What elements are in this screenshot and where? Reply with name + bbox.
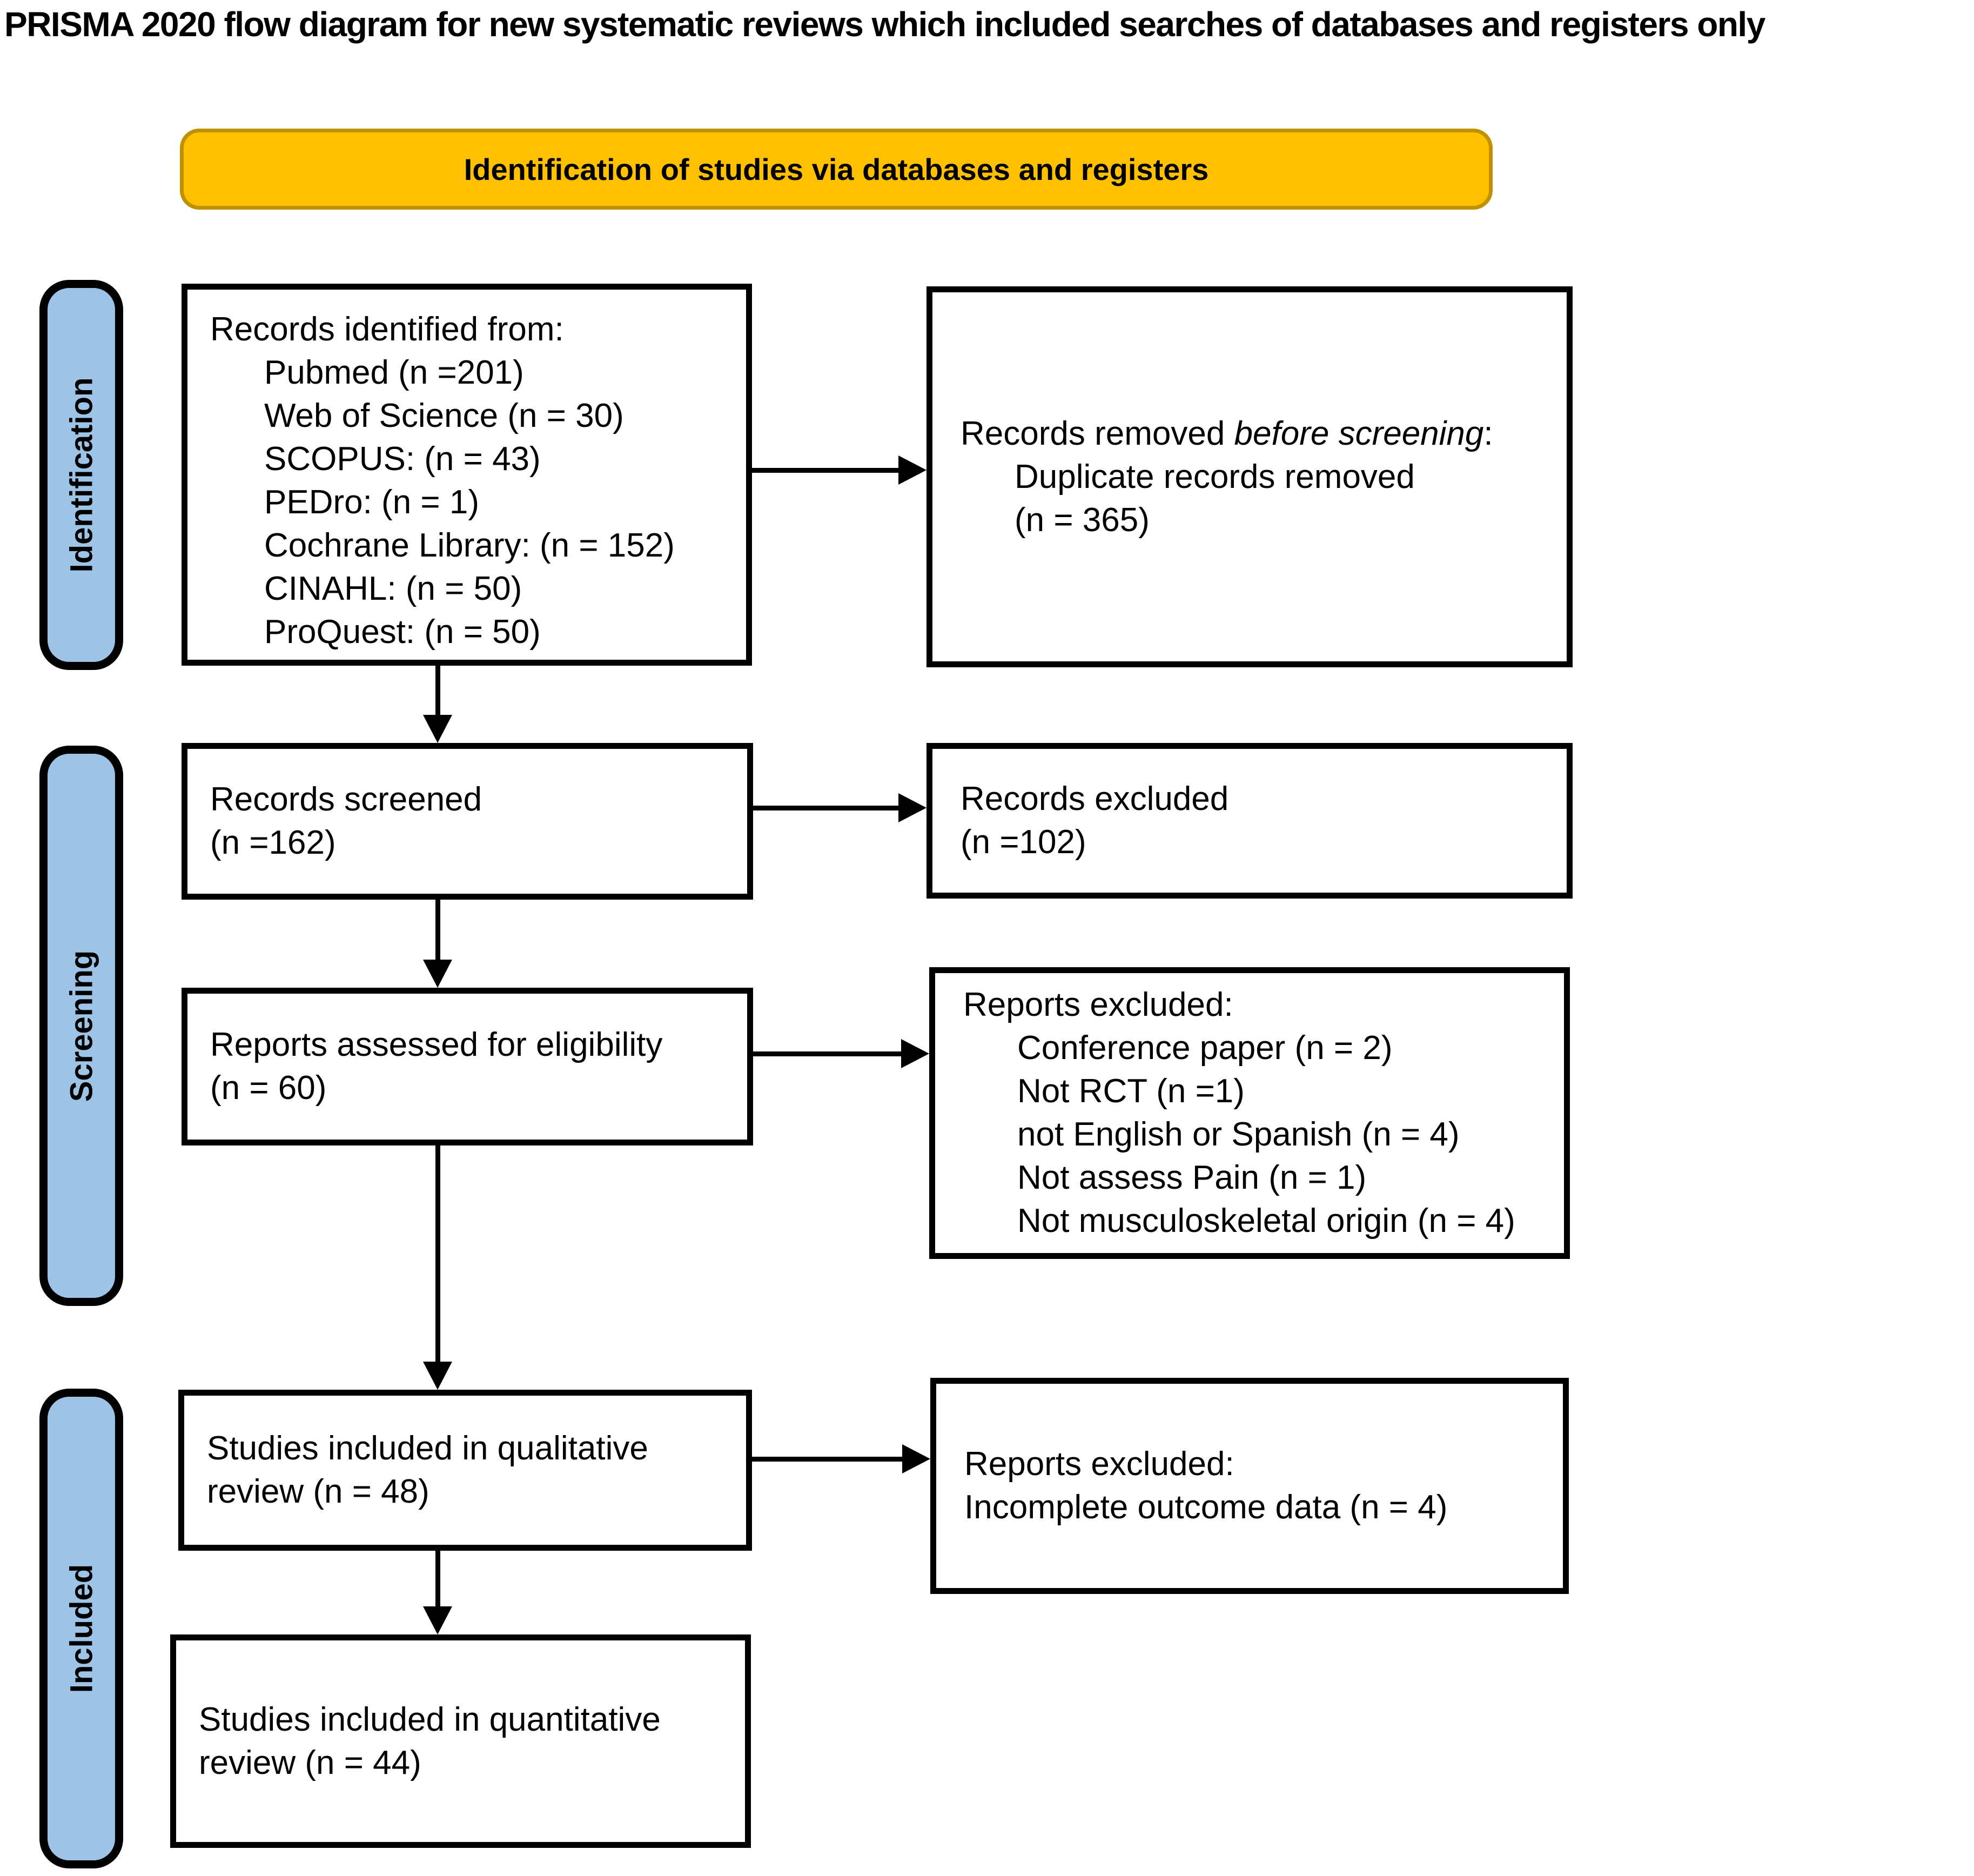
- records-removed-header-emphasis: before screening: [1234, 414, 1484, 452]
- records-identified-source-scopus: SCOPUS: (n = 43): [264, 440, 541, 478]
- box-reports-assessed: Reports assessed for eligibility (n = 60…: [182, 988, 753, 1145]
- duplicate-records-removed-count: (n = 365): [1015, 501, 1150, 539]
- banner-label: Identification of studies via databases …: [464, 152, 1209, 186]
- records-removed-header-prefix: Records removed: [961, 414, 1234, 452]
- reports-excluded-conference-paper: Conference paper (n = 2): [1017, 1029, 1393, 1067]
- arrow-screened-to-excluded-head: [898, 793, 926, 822]
- stage-label-included-text: Included: [64, 1564, 99, 1693]
- arrow-identified-to-removed-head: [898, 455, 926, 485]
- arrow-identified-to-removed-shaft: [752, 468, 898, 473]
- records-identified-header: Records identified from:: [210, 311, 564, 348]
- stage-label-identification: Identification: [39, 280, 123, 670]
- box-reports-excluded: Reports excluded: Conference paper (n = …: [929, 967, 1570, 1259]
- arrow-screened-to-assessed-shaft: [435, 900, 440, 961]
- arrow-qualitative-to-excluded-head: [902, 1444, 930, 1473]
- records-identified-source-cinahl: CINAHL: (n = 50): [264, 570, 522, 607]
- arrow-assessed-to-excluded-head: [901, 1039, 929, 1068]
- stage-label-identification-text: Identification: [64, 377, 99, 573]
- box-qualitative-review: Studies included in qualitative review (…: [178, 1390, 752, 1551]
- arrow-identified-to-screened-shaft: [435, 666, 440, 716]
- arrow-screened-to-assessed-head: [423, 960, 452, 988]
- box-records-removed-before-screening: Records removed before screening: Duplic…: [926, 286, 1573, 667]
- arrow-identified-to-screened-head: [423, 715, 452, 743]
- stage-label-screening: Screening: [39, 746, 123, 1306]
- arrow-qualitative-to-excluded-shaft: [752, 1457, 902, 1462]
- duplicate-records-removed: Duplicate records removed: [1015, 458, 1415, 495]
- reports-assessed-count: (n = 60): [210, 1069, 327, 1107]
- qualitative-review-text: Studies included in qualitative review (…: [207, 1430, 648, 1510]
- box-outcome-excluded: Reports excluded: Incomplete outcome dat…: [930, 1378, 1569, 1594]
- records-identified-source-pedro: PEDro: (n = 1): [264, 484, 479, 521]
- box-quantitative-review: Studies included in quantitative review …: [170, 1634, 751, 1848]
- records-screened-count: (n =162): [210, 824, 336, 861]
- reports-excluded-not-musculoskeletal: Not musculoskeletal origin (n = 4): [1017, 1202, 1515, 1240]
- reports-assessed-text: Reports assessed for eligibility: [210, 1026, 663, 1063]
- box-records-excluded: Records excluded (n =102): [926, 743, 1573, 899]
- records-removed-header-suffix: :: [1483, 414, 1493, 452]
- reports-excluded-not-rct: Not RCT (n =1): [1017, 1073, 1245, 1110]
- box-records-identified: Records identified from: Pubmed (n =201)…: [182, 284, 752, 666]
- page-title: PRISMA 2020 flow diagram for new systema…: [4, 5, 1765, 44]
- reports-excluded-not-assess-pain: Not assess Pain (n = 1): [1017, 1159, 1367, 1196]
- outcome-excluded-detail: Incomplete outcome data (n = 4): [964, 1489, 1448, 1526]
- banner-identification-via-databases: Identification of studies via databases …: [180, 129, 1493, 210]
- reports-excluded-header: Reports excluded:: [963, 986, 1233, 1023]
- outcome-excluded-header: Reports excluded:: [964, 1445, 1234, 1483]
- records-removed-header: Records removed before screening:: [961, 412, 1556, 455]
- arrow-assessed-to-qualitative-shaft: [435, 1145, 440, 1363]
- quantitative-review-text: Studies included in quantitative review …: [199, 1700, 661, 1781]
- box-records-screened: Records screened (n =162): [182, 743, 753, 900]
- records-identified-source-cochrane: Cochrane Library: (n = 152): [264, 527, 675, 564]
- records-screened-text: Records screened: [210, 781, 482, 818]
- records-identified-source-proquest: ProQuest: (n = 50): [264, 613, 541, 651]
- records-identified-source-web-of-science: Web of Science (n = 30): [264, 397, 624, 434]
- arrow-assessed-to-excluded-shaft: [753, 1051, 901, 1056]
- arrow-qualitative-to-quantitative-shaft: [435, 1551, 440, 1607]
- arrow-qualitative-to-quantitative-head: [423, 1606, 452, 1634]
- stage-label-included: Included: [39, 1389, 123, 1868]
- arrow-screened-to-excluded-shaft: [753, 806, 898, 810]
- records-identified-source-pubmed: Pubmed (n =201): [264, 354, 524, 391]
- reports-excluded-not-english-spanish: not English or Spanish (n = 4): [1017, 1116, 1460, 1153]
- records-excluded-text: Records excluded: [961, 780, 1229, 818]
- stage-label-screening-text: Screening: [64, 950, 99, 1102]
- arrow-assessed-to-qualitative-head: [423, 1362, 452, 1390]
- records-excluded-count: (n =102): [961, 823, 1086, 861]
